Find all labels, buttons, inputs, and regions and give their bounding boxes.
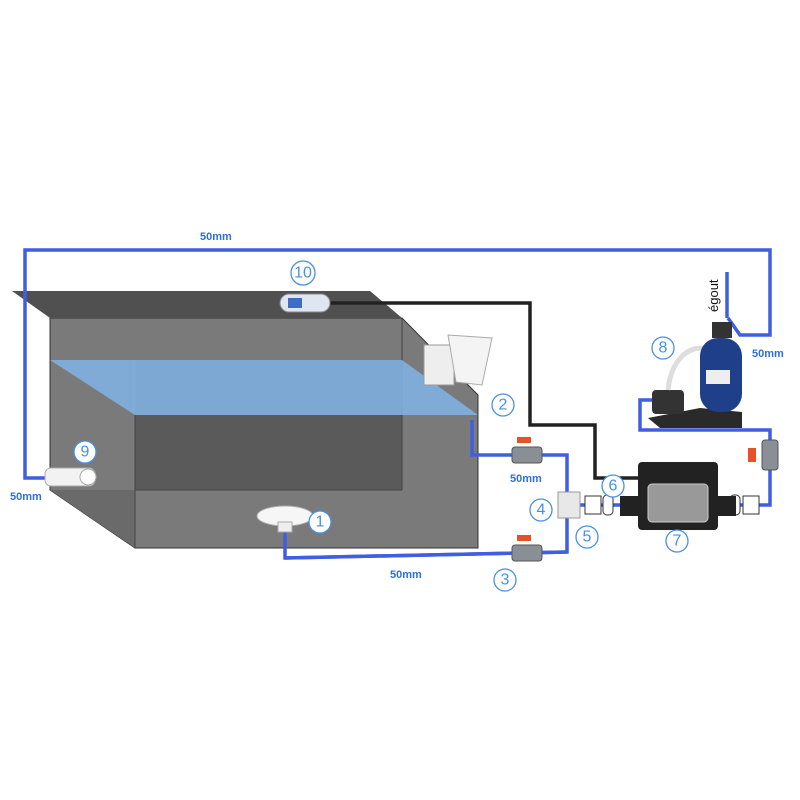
water-surface [50,360,478,415]
heater-to-filter-pipe [638,398,772,507]
svg-text:3: 3 [501,572,510,589]
callout-1: 1 [308,510,332,534]
dim-skimmer: 50mm [510,473,542,485]
callout-7: 7 [665,529,689,553]
wall-jet [44,467,97,487]
callout-4: 4 [529,498,553,522]
return-pipe-top [23,248,772,480]
heater-unit [620,462,736,530]
svg-text:1: 1 [316,514,325,531]
dim-filter: 50mm [752,348,784,360]
callout-10: 10 [290,260,316,286]
tee-fitting [557,491,581,519]
svg-text:2: 2 [499,397,508,414]
callout-3: 3 [493,568,517,592]
callout-5: 5 [575,525,599,549]
valve-drain[interactable] [511,535,543,562]
svg-text:10: 10 [294,265,312,282]
callout-8: 8 [651,336,675,360]
drain-label: égout [706,279,721,312]
union-coupling-left [584,494,614,516]
svg-text:8: 8 [659,340,668,357]
svg-text:5: 5 [583,529,592,546]
svg-text:6: 6 [609,478,618,495]
control-cable [330,301,640,480]
main-drain-pipe [283,530,568,560]
floor-drain [256,505,314,533]
skimmer [423,334,493,386]
dim-left: 50mm [10,491,42,503]
valve-skimmer[interactable] [511,437,543,464]
svg-text:9: 9 [81,444,90,461]
svg-text:7: 7 [673,533,682,550]
spa-tank [12,291,479,549]
callout-9: 9 [73,440,97,464]
sand-filter-pump [648,322,742,428]
svg-text:4: 4 [537,502,546,519]
callout-6: 6 [601,474,625,498]
valve-return[interactable] [748,439,779,471]
callout-2: 2 [491,393,515,417]
dim-bottom: 50mm [390,569,422,581]
dim-top: 50mm [200,231,232,243]
control-panel [279,293,331,313]
